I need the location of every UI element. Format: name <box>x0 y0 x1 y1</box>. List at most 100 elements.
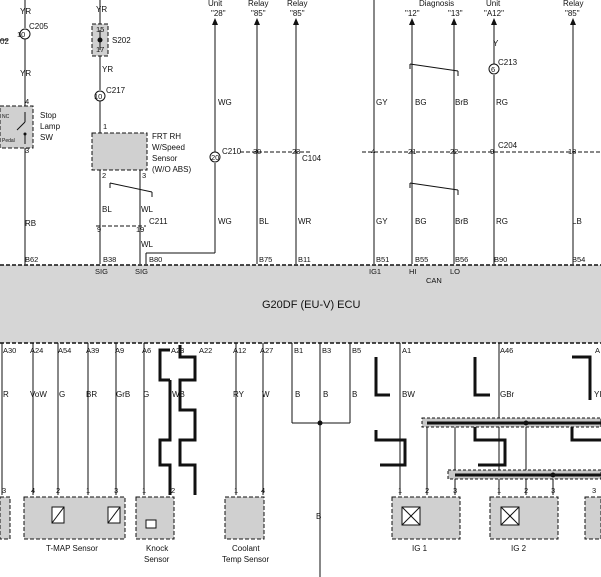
wire-yr: YR <box>96 5 107 14</box>
connector-c204: C204 <box>498 141 518 150</box>
pin-stop-top: 4 <box>25 97 29 106</box>
pin-left-edge: 3 <box>2 486 6 495</box>
pin-coolant-4: 4 <box>261 486 265 495</box>
pin-sensor-in: 1 <box>103 122 107 131</box>
stop-lamp-label-3: SW <box>40 133 53 142</box>
pin-c204-18: 18 <box>568 147 576 156</box>
relay-85-label-b2: "85" <box>290 9 305 18</box>
ecu-bottom-pins: A30 A24 A54 A39 A9 A6 A23 A22 A12 A27 B1… <box>3 346 600 355</box>
pin-tmap-3: 3 <box>114 486 118 495</box>
pin-c211-b: 19 <box>136 225 144 234</box>
partial-left-label: 02 <box>0 37 9 46</box>
wire-b: B <box>295 390 300 399</box>
pin-coolant-1: 1 <box>234 486 238 495</box>
wire-b: B <box>352 390 357 399</box>
wire-rb: RB <box>25 219 36 228</box>
wire-ry: RY <box>233 390 245 399</box>
wire-wg: WG <box>218 98 232 107</box>
ecu-pin-b1: B1 <box>294 346 303 355</box>
tmap-label: T-MAP Sensor <box>46 544 98 553</box>
ecu-pin-a6: A6 <box>142 346 151 355</box>
connector-c210: C210 <box>222 147 242 156</box>
wire-gy: GY <box>376 98 388 107</box>
pin-right-edge: 3 <box>592 486 596 495</box>
ecu-pin-b38: B38 <box>103 255 116 264</box>
ecu-pin-a46: A46 <box>500 346 513 355</box>
component-labels: Stop Lamp SW FRT RH W/Speed Sensor (W/O … <box>40 111 527 564</box>
speed-sensor-label-2: W/Speed <box>152 143 185 152</box>
wire-bl: BL <box>259 217 269 226</box>
ecu-pin-b56: B56 <box>455 255 468 264</box>
relay-85-label-a2: "85" <box>251 9 266 18</box>
diagnosis-label: Diagnosis <box>419 0 454 8</box>
ecu-pin-a9: A9 <box>115 346 124 355</box>
pin-ig1-3: 3 <box>453 486 457 495</box>
wire-y: Y <box>493 39 499 48</box>
arrow-up-icon <box>491 18 497 25</box>
ecu-pin-b75: B75 <box>259 255 272 264</box>
ecu-pin-a1: A1 <box>402 346 411 355</box>
ecu-lo-label: LO <box>450 267 460 276</box>
wire-wl: WL <box>141 205 154 214</box>
ecu-pin-b90: B90 <box>494 255 507 264</box>
arrow-up-icon <box>409 18 415 25</box>
pin-tmap-1: 1 <box>86 486 90 495</box>
pin-ig2-1: 1 <box>497 486 501 495</box>
stop-lamp-pedal-label: Pedal <box>2 138 15 144</box>
diagnosis-13-label: "13" <box>448 9 463 18</box>
unit-a12-label-2: "A12" <box>484 9 504 18</box>
pin-ig2-2: 2 <box>524 486 528 495</box>
stop-lamp-nc-label: NC <box>2 114 10 120</box>
wire-wr: WR <box>298 217 312 226</box>
pin-s202-top: 15 <box>96 25 104 34</box>
diagnosis-12-label: "12" <box>405 9 420 18</box>
arrow-up-icon <box>451 18 457 25</box>
pin-ig1-1: 1 <box>398 486 402 495</box>
pin-relay-a: 30 <box>253 147 261 156</box>
ecu-pin-a-cut: A <box>595 346 600 355</box>
pin-tmap-4: 4 <box>31 486 35 495</box>
knock-label-1: Knock <box>146 544 169 553</box>
upper-connector-pins <box>19 23 500 163</box>
relay-85-label-c2: "85" <box>565 9 580 18</box>
ecu-pin-a23: A23 <box>171 346 184 355</box>
wire-rg: RG <box>496 217 508 226</box>
pin-c210: 20 <box>211 153 219 162</box>
ecu-pin-a22: A22 <box>199 346 212 355</box>
ecu-pin-b80: B80 <box>149 255 162 264</box>
wire-br: BR <box>86 390 97 399</box>
pin-sensor-out1: 2 <box>102 171 106 180</box>
wire-gbr: GBr <box>500 390 515 399</box>
pin-sensor-out2: 3 <box>142 171 146 180</box>
knock-shield-wire <box>158 345 197 495</box>
lower-wires <box>1 343 351 577</box>
wire-brb: BrB <box>455 217 468 226</box>
relay-85-label-c1: Relay <box>563 0 583 8</box>
ecu-can-label: CAN <box>426 276 442 285</box>
ecu-pin-a27: A27 <box>260 346 273 355</box>
ecu-hi-label: HI <box>409 267 417 276</box>
ecu-ig1-label: IG1 <box>369 267 381 276</box>
connector-labels: C205 S202 C217 C210 C104 C211 C213 C204 … <box>0 22 518 226</box>
ecu-pin-b11: B11 <box>298 255 311 264</box>
knock-sensor <box>135 496 175 540</box>
coolant-label-1: Coolant <box>232 544 260 553</box>
ecu-block <box>0 265 601 343</box>
pin-c204-21: 21 <box>408 147 416 156</box>
wire-color-labels: YR YR YR YR RB BL WL WL WG WG BL WR GY G… <box>3 5 601 521</box>
pin-c217: 10 <box>94 92 102 101</box>
connector-c217: C217 <box>106 86 126 95</box>
wire-grb: GrB <box>116 390 130 399</box>
connector-s202: S202 <box>112 36 131 45</box>
arrow-up-icon <box>293 18 299 25</box>
wire-bw: BW <box>402 390 415 399</box>
partial-left-component <box>0 496 11 540</box>
wire-brb: BrB <box>455 98 468 107</box>
relay-85-label-a1: Relay <box>248 0 268 8</box>
connector-c104: C104 <box>302 154 322 163</box>
pin-knock-1: 1 <box>142 486 146 495</box>
pin-ig2-3: 3 <box>551 486 555 495</box>
pin-number-labels: 10 15 17 10 4 3 1 2 3 9 19 20 30 23 4 21… <box>2 25 596 495</box>
wire-b: B <box>323 390 328 399</box>
ecu-pin-a39: A39 <box>86 346 99 355</box>
